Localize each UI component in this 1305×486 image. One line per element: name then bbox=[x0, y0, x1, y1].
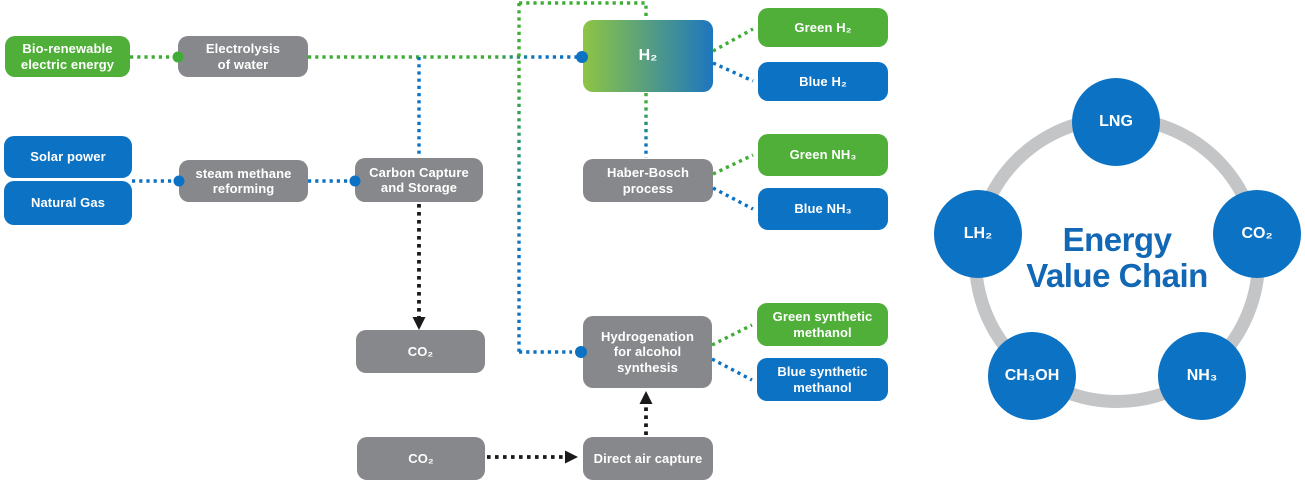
node-hydrogenation-for-alcohol-synthesis: Hydrogenation for alcohol synthesis bbox=[583, 316, 712, 388]
node-haber-bosch-process: Haber-Bosch process bbox=[583, 159, 713, 202]
wire-h2-to-blue-h2 bbox=[712, 61, 754, 83]
node-carbon-capture-and-storage: Carbon Capture and Storage bbox=[355, 158, 483, 202]
value-chain-title-line1: Energy bbox=[1062, 221, 1172, 258]
arrow-ccs-to-co2 bbox=[412, 204, 426, 330]
node-direct-air-capture: Direct air capture bbox=[583, 437, 713, 480]
wire-bio-to-electrolysis bbox=[130, 51, 184, 63]
wire-top-green-to-h2-top bbox=[519, 1, 648, 20]
node-steam-methane-reforming: steam methane reforming bbox=[179, 160, 308, 202]
arrow-dac-to-hydrogenation bbox=[639, 391, 653, 435]
bubble-lng: LNG bbox=[1072, 78, 1160, 166]
node-blue-nh3: Blue NH₃ bbox=[758, 188, 888, 230]
bubble-co2: CO₂ bbox=[1213, 190, 1301, 278]
bubble-nh3: NH₃ bbox=[1158, 332, 1246, 420]
arrow-co2-to-direct-air-capture bbox=[487, 450, 578, 464]
wire-h2-to-green-h2 bbox=[712, 27, 754, 53]
wire-haber-to-green-nh3 bbox=[712, 153, 754, 176]
wire-solar-gas-to-smr bbox=[132, 175, 185, 187]
wire-hydro-to-blue-methanol bbox=[711, 357, 753, 382]
node-co2-captured: CO₂ bbox=[356, 330, 485, 373]
node-blue-synthetic-methanol: Blue synthetic methanol bbox=[757, 358, 888, 401]
value-chain-title: Energy Value Chain bbox=[967, 222, 1267, 294]
node-green-synthetic-methanol: Green synthetic methanol bbox=[757, 303, 888, 346]
node-green-nh3: Green NH₃ bbox=[758, 134, 888, 176]
wire-hydro-to-green-methanol bbox=[711, 323, 753, 347]
wire-vertical-to-hydrogenation bbox=[517, 3, 587, 358]
node-blue-h2: Blue H₂ bbox=[758, 62, 888, 101]
bubble-lh2: LH₂ bbox=[934, 190, 1022, 278]
node-electrolysis-of-water: Electrolysis of water bbox=[178, 36, 308, 77]
bubble-ch3oh: CH₃OH bbox=[988, 332, 1076, 420]
node-co2-air: CO₂ bbox=[357, 437, 485, 480]
node-bio-renewable-electric-energy: Bio-renewable electric energy bbox=[5, 36, 130, 77]
node-natural-gas: Natural Gas bbox=[4, 181, 132, 225]
wire-electrolysis-to-h2 bbox=[308, 51, 588, 63]
value-chain-title-line2: Value Chain bbox=[1026, 257, 1208, 294]
wire-haber-to-blue-nh3 bbox=[712, 186, 754, 211]
node-solar-power: Solar power bbox=[4, 136, 132, 178]
node-green-h2: Green H₂ bbox=[758, 8, 888, 47]
node-h2: H₂ bbox=[583, 20, 713, 92]
wire-smr-to-ccs bbox=[308, 175, 361, 187]
